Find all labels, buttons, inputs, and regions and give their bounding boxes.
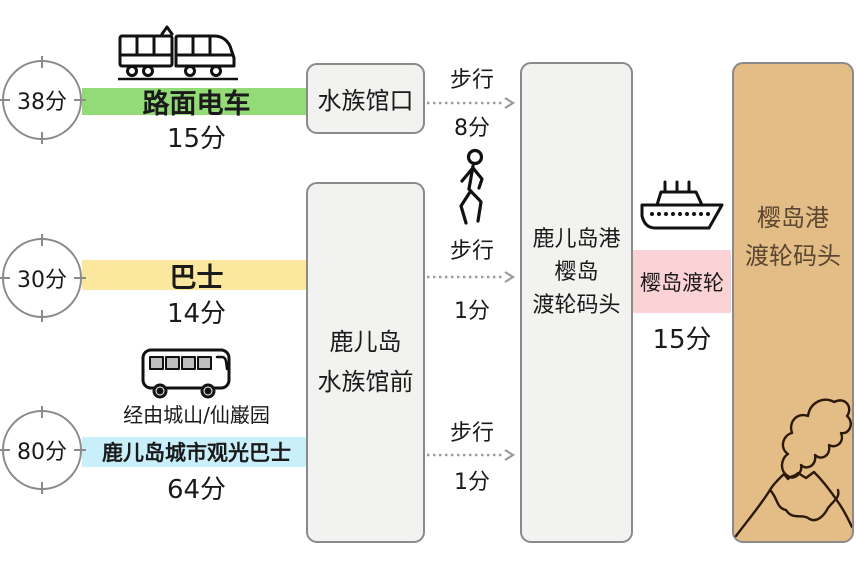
total-time-citybus: 80分 (17, 440, 67, 465)
clock-tick (0, 98, 10, 102)
clock-icon-tram-total: 38分 (0, 56, 86, 144)
walk-label-2: 步行 (449, 239, 494, 264)
station-label-line: 渡轮码头 (745, 241, 841, 270)
station-label-line: 渡轮码头 (532, 293, 621, 318)
station-label-line: 樱岛 (554, 260, 599, 285)
ship-icon (640, 180, 724, 230)
walk-label-3: 步行 (449, 421, 494, 446)
volcano-sketch (734, 398, 852, 538)
clock-icon-bus-total: 30分 (0, 234, 86, 322)
tram-duration: 15分 (166, 124, 227, 154)
clock-tick (40, 56, 44, 68)
station-box-kagoshima-port: 鹿儿岛港 樱岛 渡轮码头 (520, 62, 633, 543)
station-box-aquarium-front: 鹿儿岛 水族馆前 (306, 182, 425, 543)
station-label-line: 鹿儿岛港 (532, 227, 621, 252)
clock-tick (74, 448, 86, 452)
clock-tick (74, 276, 86, 280)
clock-tick (0, 448, 10, 452)
walk-label-1: 步行 (449, 68, 494, 93)
walk-duration-2: 1分 (454, 299, 490, 324)
ferry-route-label: 樱岛渡轮 (640, 270, 724, 295)
clock-tick (40, 234, 44, 246)
ferry-duration: 15分 (652, 325, 712, 355)
clock-tick (74, 98, 86, 102)
citybus-via-label: 经由城山/仙巌园 (123, 403, 270, 427)
station-label-line: 鹿儿岛 (329, 327, 402, 356)
tram-route-bar: 路面电车 (82, 88, 311, 120)
walk-arrow-3 (427, 449, 516, 461)
citybus-duration: 64分 (166, 475, 227, 505)
clock-tick (0, 276, 10, 280)
citybus-route-bar: 鹿儿岛城市观光巴士 (82, 437, 311, 467)
total-time-tram: 38分 (17, 90, 67, 115)
total-time-bus: 30分 (17, 268, 67, 293)
walking-person-icon (459, 148, 484, 225)
station-box-aquarium-entrance: 水族馆口 (306, 63, 425, 134)
bus-route-label: 巴士 (169, 262, 224, 294)
clock-tick (40, 406, 44, 418)
destination-box-sakurajima-port: 樱岛港 渡轮码头 (732, 62, 854, 543)
walk-arrow-2 (427, 271, 516, 283)
walk-duration-1: 8分 (454, 116, 490, 141)
tram-route-label: 路面电车 (142, 89, 251, 120)
tram-icon (118, 25, 238, 81)
ferry-route-bar: 樱岛渡轮 (633, 250, 731, 313)
station-label-line: 樱岛港 (757, 204, 829, 233)
clock-tick (40, 310, 44, 322)
clock-tick (40, 482, 44, 494)
bus-route-bar: 巴士 (82, 260, 311, 294)
walk-duration-3: 1分 (454, 470, 490, 495)
station-label-line: 水族馆前 (317, 367, 414, 396)
clock-tick (40, 132, 44, 144)
bus-icon (141, 348, 231, 399)
bus-duration: 14分 (166, 299, 227, 329)
clock-icon-citybus-total: 80分 (0, 406, 86, 494)
walk-arrow-1 (427, 97, 516, 109)
citybus-route-label: 鹿儿岛城市观光巴士 (102, 441, 291, 465)
station-label-aquarium-entrance: 水族馆口 (317, 87, 414, 115)
